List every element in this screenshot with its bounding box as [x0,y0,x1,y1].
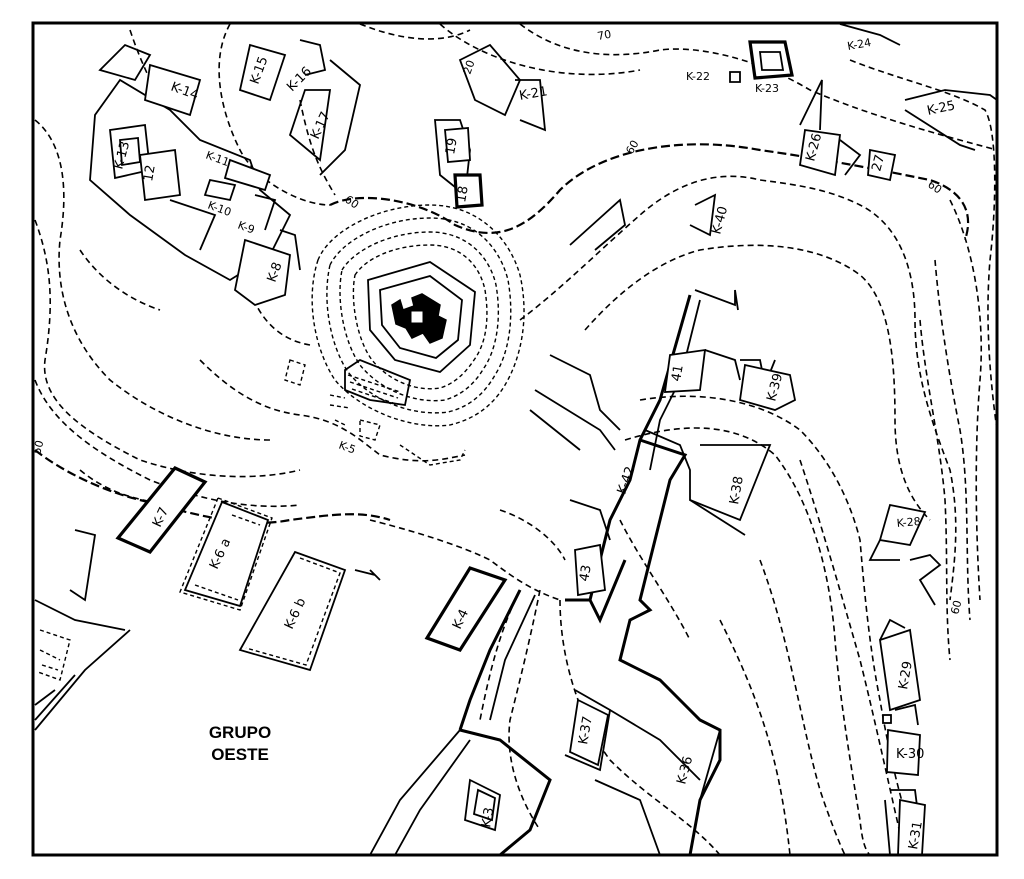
structure-k15 [238,43,287,102]
label-k25: K-25 [926,98,957,119]
area-label-grupo: GRUPO [209,723,271,742]
label-k21: K-21 [518,84,549,104]
structure-k6b [238,550,347,672]
structure-k29 [879,628,921,712]
structure-k28 [878,503,927,547]
label-k29: K-29 [896,660,916,691]
structure-k14 [144,63,202,117]
label-k39: K-39 [764,372,786,403]
south-structures [369,589,721,855]
structure-k39 [738,363,797,411]
contour-label-60-a: 60 [623,138,641,157]
northwest-complex [89,39,547,307]
label-k3: K-3 [479,806,497,828]
label-k12: 12 [141,164,159,183]
label-k43: 43 [577,564,595,583]
west-plaza-structures [34,466,508,731]
structure-k31 [897,798,926,855]
label-k10: K-10 [206,199,233,219]
map-content: K-14 K-15 K-16 K-17 K-13 12 K-11 K-10 K-… [30,24,997,855]
area-label-oeste: OESTE [211,745,269,764]
label-k9: K-9 [236,219,256,237]
label-k27: 27 [869,153,888,173]
structure-k43 [574,543,606,597]
contour-label-60-d: 60 [948,599,964,616]
label-k26: K-26 [803,132,825,163]
label-k13: K-13 [111,140,133,171]
label-k31: K-31 [906,820,926,851]
structure-k11 [223,158,272,192]
structure-k19 [444,127,471,163]
contour-label-70: 70 [596,28,612,43]
label-k8: K-8 [265,260,286,284]
northeast-structures [569,24,997,251]
structure-k22 [729,71,741,83]
label-k37: K-37 [576,715,596,746]
label-k19: 19 [443,137,461,156]
label-k30: K-30 [896,747,924,762]
contour-label-60-b: 60 [925,178,944,197]
label-k20: 20 [461,58,478,76]
east-edge-structures [868,503,942,855]
label-k22: K-22 [686,70,710,83]
east-central-structures [529,289,797,855]
contour-label-50: 50 [30,439,46,456]
area-label: GRUPO OESTE [209,723,271,764]
structure-k6a [183,500,270,608]
structure-k41 [663,348,707,393]
structure-k26 [798,128,842,177]
label-k38: K-38 [727,475,747,506]
map-border [31,21,999,857]
structure-k27 [867,148,897,182]
structure-k12 [139,148,181,202]
label-k17: K-17 [308,110,334,142]
structure-k30 [886,728,921,776]
label-k41: 41 [669,364,687,383]
central-pyramid [284,204,525,466]
contour-label-60-c: 60 [342,193,361,212]
label-k18: 18 [454,185,472,204]
structure-labels: K-14 K-15 K-16 K-17 K-13 12 K-11 K-10 K-… [111,36,956,851]
structure-k18 [453,173,484,209]
label-k5: K-5 [337,439,357,457]
label-k36: K-36 [674,755,696,786]
structure-k8 [234,238,291,307]
label-k28: K-28 [896,515,921,530]
structure-k37 [569,698,610,767]
label-k40: K-40 [709,205,731,236]
structure-k10 [203,178,237,202]
structure-k4 [424,566,508,652]
structure-k7 [115,466,208,554]
label-k23: K-23 [755,82,779,95]
label-k42: K-42 [615,465,639,497]
label-k24: K-24 [846,36,872,53]
